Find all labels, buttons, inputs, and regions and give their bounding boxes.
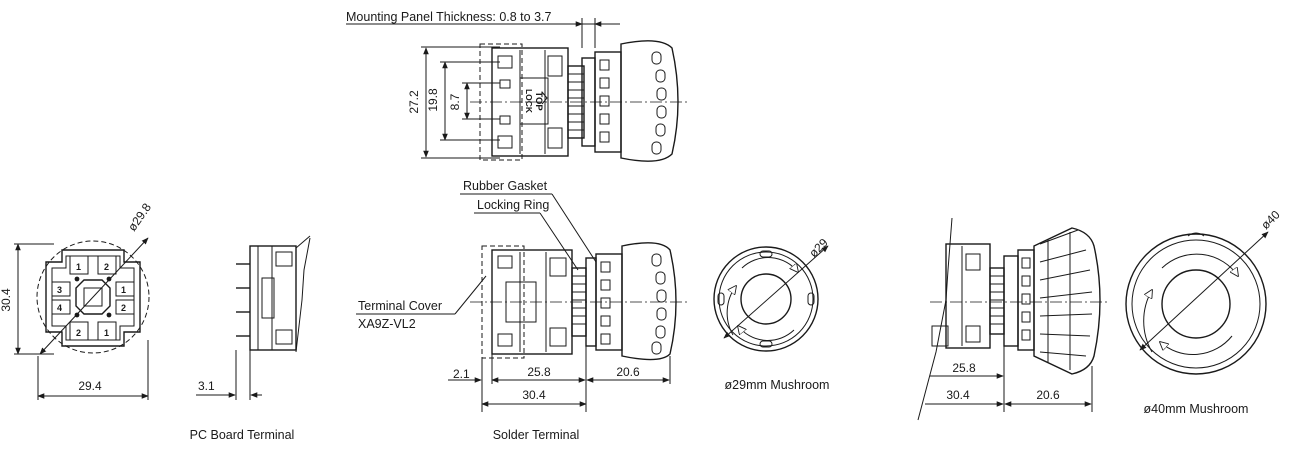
term-1c: 1 (121, 285, 126, 295)
top-side-view: Mounting Panel Thickness: 0.8 to 3.7 27.… (346, 10, 690, 162)
dim-20-6-side40: 20.6 (1036, 388, 1060, 402)
dim-dia-40: ø40 (1258, 207, 1283, 232)
term-2b: 2 (76, 328, 81, 338)
top-mark: TOP (533, 91, 544, 111)
mushroom-40-side: 25.8 30.4 20.6 (917, 217, 1110, 421)
caption-mushroom-40: ø40mm Mushroom (1144, 402, 1249, 416)
dim-25-8: 25.8 (527, 365, 551, 379)
rubber-gasket-label: Rubber Gasket (463, 179, 548, 193)
term-3: 3 (57, 285, 62, 295)
term-2c: 2 (121, 303, 126, 313)
dim-2-1: 2.1 (453, 367, 470, 381)
front-view-terminals: 30.4 ø29.8 1 2 2 1 3 4 1 2 29.4 (0, 200, 154, 400)
dim-8-7: 8.7 (448, 93, 462, 110)
lock-mark: LOCK (524, 89, 534, 114)
dim-dia-29: ø29 (806, 235, 831, 260)
dim-30-4-front: 30.4 (0, 288, 13, 312)
pc-board-terminal-view: 3.1 PC Board Terminal (190, 235, 311, 442)
solder-terminal-view: Rubber Gasket Locking Ring Terminal Cove… (356, 179, 688, 442)
dim-3-1: 3.1 (198, 379, 215, 393)
dim-30-4-side40: 30.4 (946, 388, 970, 402)
term-1b: 1 (104, 328, 109, 338)
caption-mushroom-29: ø29mm Mushroom (725, 378, 830, 392)
term-4: 4 (57, 303, 62, 313)
dim-19-8: 19.8 (426, 88, 440, 112)
dim-30-4-solder: 30.4 (522, 388, 546, 402)
mushroom-29-front: ø29 ø29mm Mushroom (713, 235, 831, 392)
term-2a: 2 (104, 262, 109, 272)
terminal-cover-label: Terminal Cover (358, 299, 442, 313)
caption-solder: Solder Terminal (493, 428, 580, 442)
dim-25-8-side40: 25.8 (952, 361, 976, 375)
dim-20-6: 20.6 (616, 365, 640, 379)
mushroom-40-front: ø40 ø40mm Mushroom (1125, 207, 1283, 416)
term-1a: 1 (76, 262, 81, 272)
caption-pc-board: PC Board Terminal (190, 428, 295, 442)
dim-dia-29-8: ø29.8 (125, 200, 154, 233)
dim-29-4: 29.4 (78, 379, 102, 393)
panel-thickness-note: Mounting Panel Thickness: 0.8 to 3.7 (346, 10, 551, 24)
terminal-cover-part: XA9Z-VL2 (358, 317, 416, 331)
dim-27-2: 27.2 (407, 90, 421, 114)
locking-ring-label: Locking Ring (477, 198, 549, 212)
